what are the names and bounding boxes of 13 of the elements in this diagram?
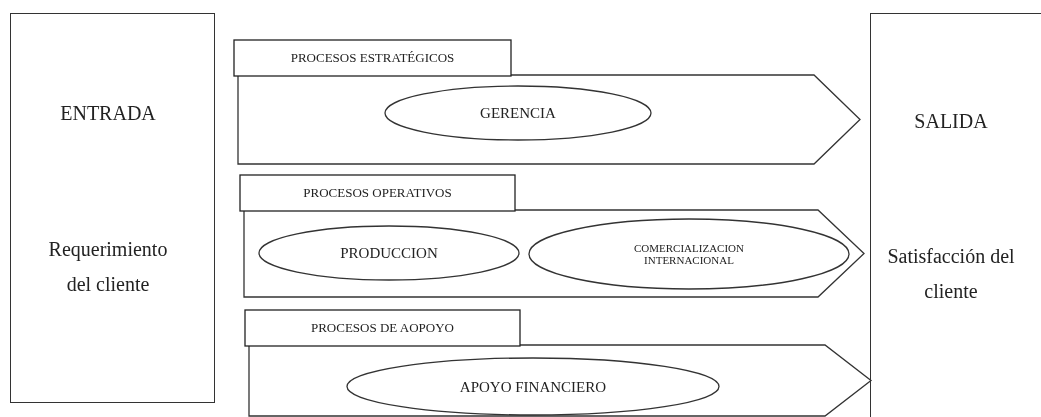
section-heading: PROCESOS ESTRATÉGICOS [289,49,456,67]
section-heading: PROCESOS DE AOPOYO [309,319,455,337]
process-name: PRODUCCION [340,244,438,262]
output-box [870,13,1041,417]
input-box [10,13,215,403]
process-name: COMERCIALIZACION INTERNACIONAL [633,241,745,267]
process-name: GERENCIA [480,104,556,122]
process-name: APOYO FINANCIERO [459,377,607,396]
box-heading: SALIDA [913,109,989,134]
section-heading: PROCESOS OPERATIVOS [302,184,453,202]
box-heading: ENTRADA [59,101,157,126]
box-description: Requerimiento del cliente [47,237,169,297]
box-description: Satisfacción del cliente [886,244,1016,304]
